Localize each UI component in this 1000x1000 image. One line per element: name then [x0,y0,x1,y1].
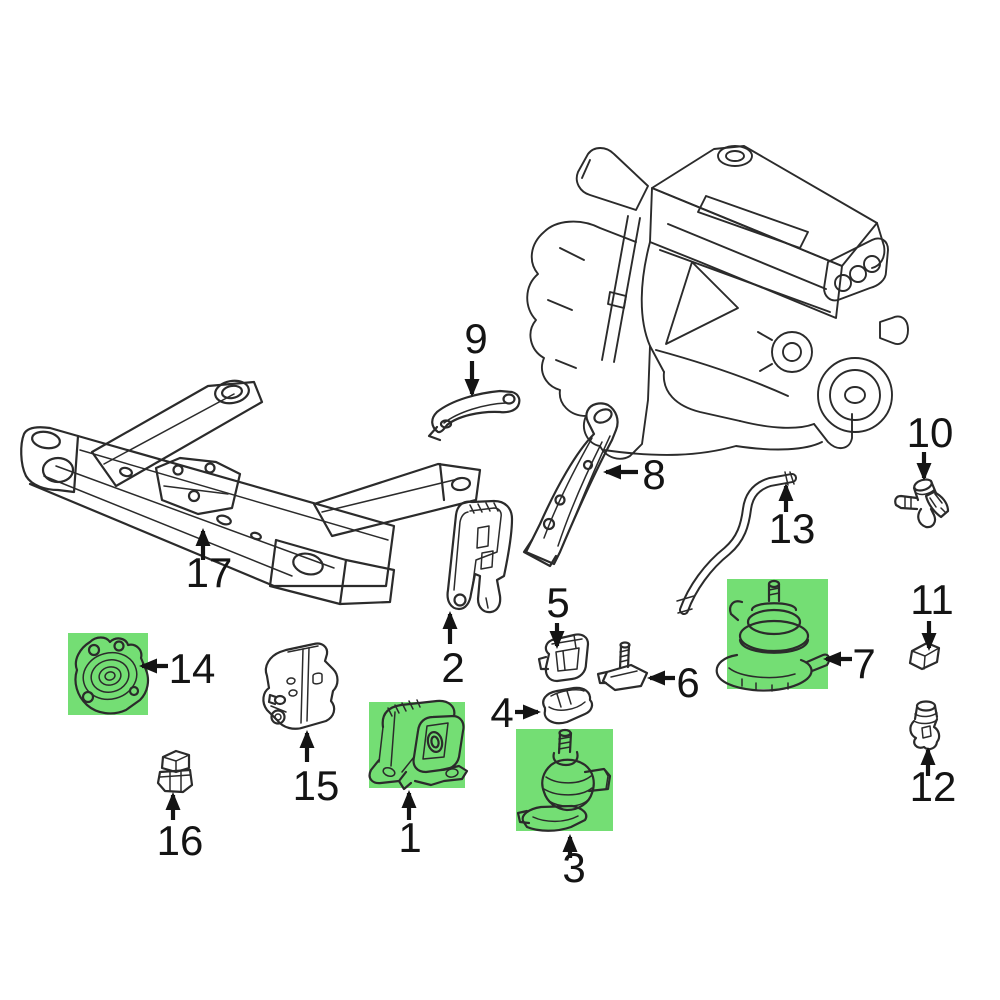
highlight-box-14[interactable] [68,633,148,715]
bracket-part-5 [537,633,590,683]
callout-15-label: 15 [293,762,340,809]
callout-17-label: 17 [186,549,233,596]
callout-9: 9 [464,315,488,397]
bracket-part-8 [522,402,619,568]
callout-12-label: 12 [910,763,957,810]
callouts: 1 2 3 4 5 6 7 8 [139,315,957,891]
callout-1-label: 1 [398,814,421,861]
callout-2-label: 2 [441,644,464,691]
callout-14-label: 14 [169,645,216,692]
stopper-part-11 [908,641,941,671]
callout-13: 13 [769,483,816,552]
callout-10-label: 10 [907,409,954,456]
callout-15: 15 [293,730,340,809]
callout-9-label: 9 [464,315,487,362]
callout-4-label: 4 [490,689,513,736]
callout-2: 2 [441,611,465,691]
callout-8: 8 [603,451,666,498]
callout-13-label: 13 [769,505,816,552]
damper-part-10 [894,478,950,529]
stud-part-6 [596,641,649,692]
callout-4: 4 [490,689,541,736]
mount-part-3[interactable] [516,728,613,832]
callout-16-label: 16 [157,817,204,864]
mount-part-14[interactable] [68,633,150,715]
bracket-part-9 [427,389,521,442]
callout-11: 11 [910,576,954,651]
callout-11-label: 11 [910,576,954,623]
callout-1: 1 [398,790,422,861]
engine-assembly [526,145,909,460]
callout-17: 17 [186,528,233,596]
clamp-part-4 [542,686,594,725]
callout-7: 7 [823,640,876,687]
callout-16: 16 [157,792,204,864]
clip-part-12 [909,700,941,751]
highlight-box-3[interactable] [516,729,613,831]
mount-part-1[interactable] [368,699,469,791]
damper-part-16 [156,749,194,794]
callout-12: 12 [910,747,957,810]
callout-6: 6 [647,659,700,706]
callout-3-label: 3 [562,844,585,891]
bracket-part-15 [262,642,339,730]
mount-part-7[interactable] [715,579,831,692]
callout-8-label: 8 [642,451,665,498]
hose-part-13 [676,471,797,615]
callout-6-label: 6 [676,659,699,706]
callout-14: 14 [139,645,216,692]
callout-7-label: 7 [852,640,875,687]
callout-3: 3 [562,834,586,891]
subframe-crossmember [20,379,482,606]
callout-5: 5 [546,579,570,649]
callout-10: 10 [907,409,954,481]
callout-5-label: 5 [546,579,569,626]
bracket-part-2 [446,499,514,614]
